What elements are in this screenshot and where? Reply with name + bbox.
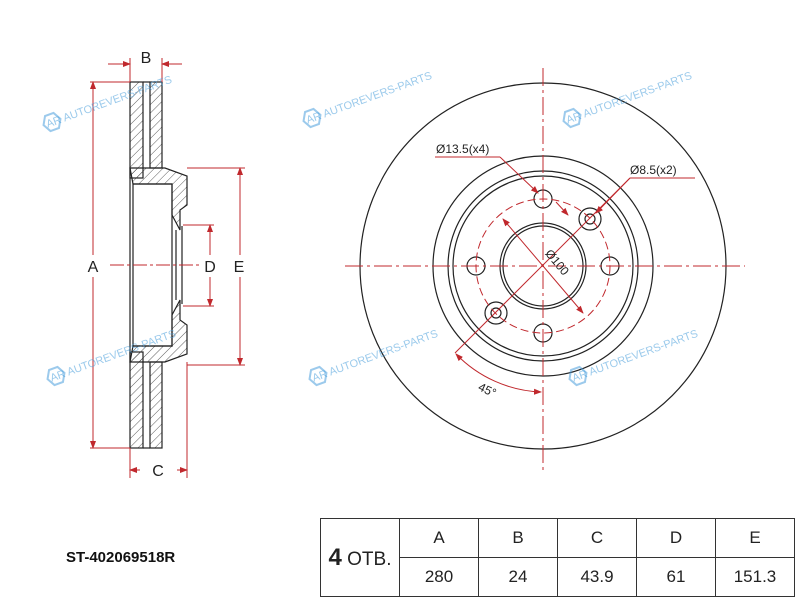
svg-text:AUTOREVERS-PARTS: AUTOREVERS-PARTS [582,70,694,121]
label-c: C [152,463,164,480]
holes-suffix: ОТВ. [347,548,392,570]
value-c: 43.9 [557,557,637,597]
svg-text:AUTOREVERS-PARTS: AUTOREVERS-PARTS [588,328,700,379]
value-d: 61 [636,557,716,597]
value-a: 280 [399,557,479,597]
table-values-row: 280 24 43.9 61 151.3 [321,557,795,597]
label-d: D [204,259,216,276]
header-a: A [399,518,479,558]
table-header-row: 4 ОТВ. A B C D E [320,518,795,597]
svg-text:AR: AR [45,114,64,131]
value-e: 151.3 [715,557,795,597]
header-d: D [636,518,716,558]
dimensions-table: 4 ОТВ. A B C D E 280 24 43.9 61 151.3 [320,518,795,597]
svg-text:AUTOREVERS-PARTS: AUTOREVERS-PARTS [322,70,434,121]
bolt-hole-callout: Ø13.5(x4) [436,142,489,156]
side-section-view [129,81,188,449]
angle-callout: 45° [476,380,499,400]
svg-text:AR: AR [571,368,590,385]
svg-text:AR: AR [305,110,324,127]
holes-count: 4 [328,543,342,571]
label-b: B [141,50,152,67]
part-number: ST-402069518R [66,549,176,566]
holes-count-cell: 4 ОТВ. [320,518,400,597]
label-a: A [88,259,99,276]
svg-text:AR: AR [311,368,330,385]
svg-text:AR: AR [565,110,584,127]
svg-text:AUTOREVERS-PARTS: AUTOREVERS-PARTS [328,328,440,379]
front-dimensions [345,68,745,470]
pcd-callout: Ø100 [542,247,572,279]
header-b: B [478,518,558,558]
svg-text:AR: AR [49,368,68,385]
header-e: E [715,518,795,558]
small-hole-callout: Ø8.5(x2) [630,163,677,177]
header-c: C [557,518,637,558]
side-dimensions [90,58,245,478]
value-b: 24 [478,557,558,597]
label-e: E [234,259,245,276]
